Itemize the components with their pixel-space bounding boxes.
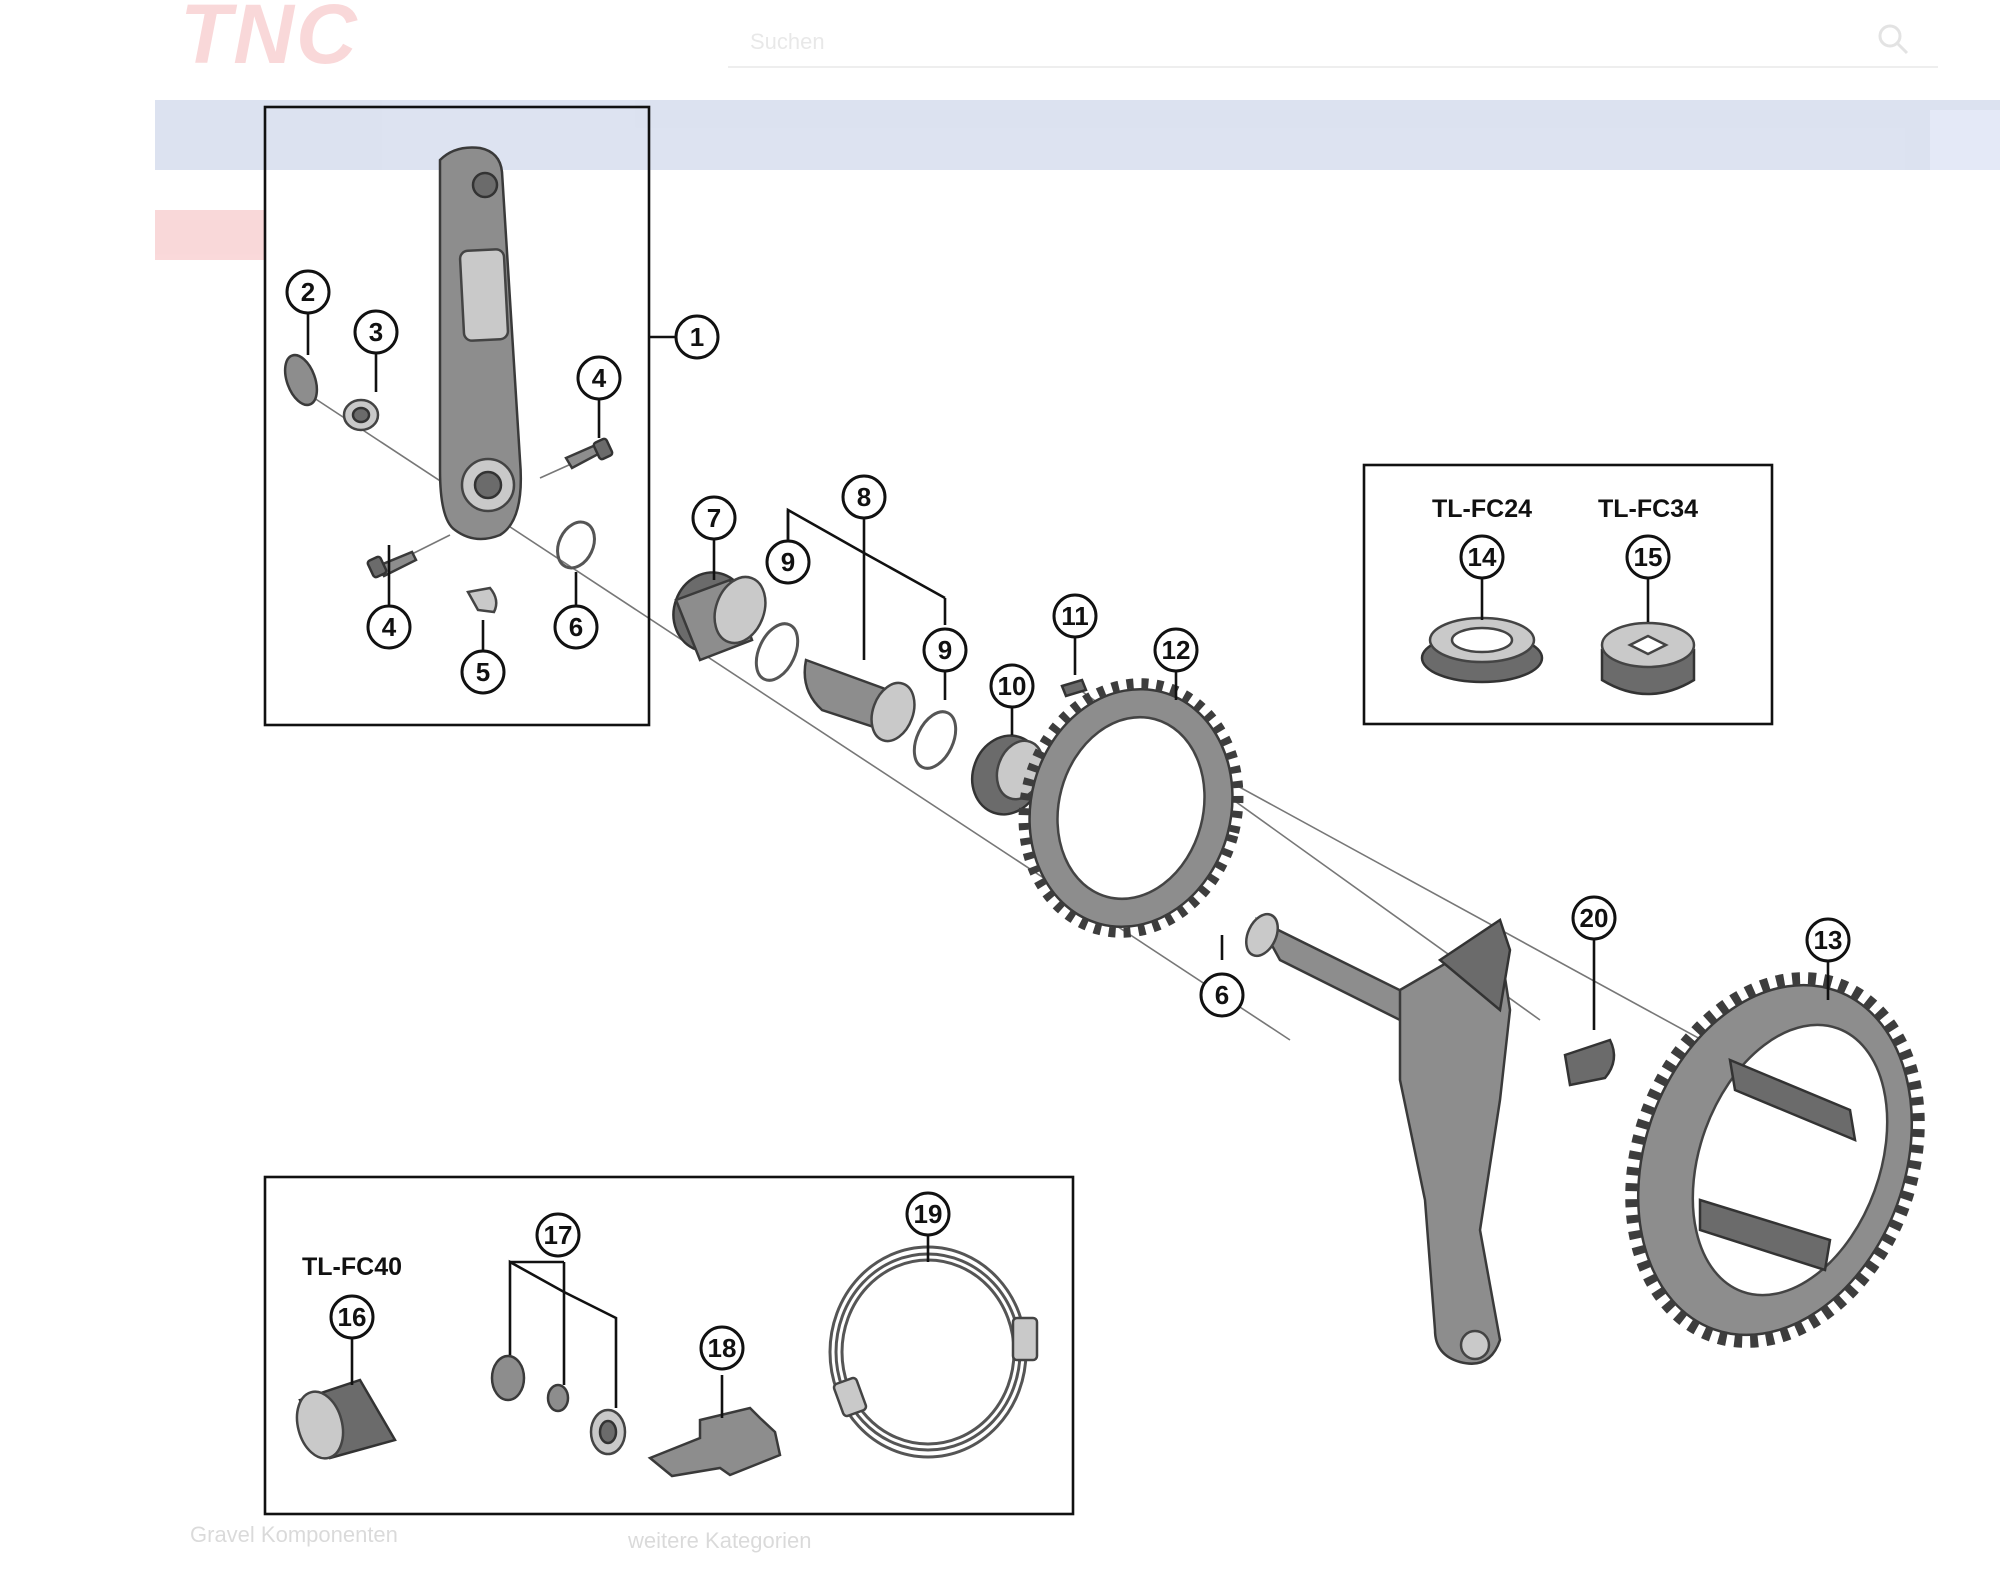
callout-17: 17 [535, 1212, 581, 1258]
large-chainring [1625, 972, 1925, 1348]
svg-text:9: 9 [938, 635, 952, 665]
svg-text:13: 13 [1814, 925, 1843, 955]
site-logo[interactable]: TNC [180, 0, 359, 81]
menu-button[interactable] [1930, 110, 2000, 170]
svg-text:4: 4 [592, 363, 607, 393]
svg-text:6: 6 [569, 612, 583, 642]
svg-text:14: 14 [1468, 542, 1497, 572]
footer-link-more-categories[interactable]: weitere Kategorien [628, 1528, 812, 1553]
right-crank-arm [1245, 912, 1616, 1365]
tool-label-tl-fc34: TL-FC34 [1598, 495, 1698, 523]
callout-9-right: 9 [922, 627, 968, 673]
svg-text:2: 2 [301, 277, 315, 307]
callout-2: 2 [285, 269, 331, 315]
search-input[interactable] [748, 26, 1852, 58]
callout-4-left: 4 [366, 604, 412, 650]
callout-6-left: 6 [553, 604, 599, 650]
crank-small-parts [283, 353, 614, 614]
search-icon[interactable] [1876, 22, 1910, 56]
svg-text:19: 19 [914, 1199, 943, 1229]
callout-14: 14 [1459, 534, 1505, 580]
tool-tl-fc40-drawing [295, 1378, 397, 1460]
tool-label-tl-fc40: TL-FC40 [302, 1253, 402, 1281]
svg-text:6: 6 [1215, 980, 1229, 1010]
svg-text:5: 5 [476, 657, 490, 687]
svg-text:3: 3 [369, 317, 383, 347]
svg-text:12: 12 [1162, 635, 1191, 665]
callout-20: 20 [1571, 895, 1617, 941]
svg-text:8: 8 [857, 482, 871, 512]
tool-tl-fc24-drawing [1420, 616, 1544, 684]
left-crank-frame [263, 105, 651, 727]
callout-6-right: 6 [1199, 972, 1245, 1018]
svg-text:17: 17 [544, 1220, 573, 1250]
svg-text:20: 20 [1580, 903, 1609, 933]
svg-text:9: 9 [781, 547, 795, 577]
callout-19: 19 [905, 1191, 951, 1237]
svg-text:18: 18 [708, 1333, 737, 1363]
svg-text:16: 16 [338, 1302, 367, 1332]
svg-text:10: 10 [998, 671, 1027, 701]
left-crank-arm [438, 146, 523, 541]
cover-plate-part [647, 1406, 782, 1478]
tool-frame-top [1362, 463, 1774, 726]
callout-4-right: 4 [576, 355, 622, 401]
search-bar [728, 14, 1938, 68]
svg-text:11: 11 [1061, 601, 1089, 631]
callout-7: 7 [691, 495, 737, 541]
callout-1: 1 [674, 314, 720, 360]
callout-16: 16 [329, 1294, 375, 1340]
callout-8: 8 [841, 474, 887, 520]
callout-15: 15 [1625, 534, 1671, 580]
callout-5: 5 [460, 649, 506, 695]
tool-tl-fc34-drawing [1600, 621, 1696, 696]
callout-11: 11 [1052, 593, 1098, 639]
sale-badge[interactable] [155, 210, 265, 260]
small-chainring [1018, 678, 1244, 938]
small-caps-parts [490, 1354, 627, 1456]
callout-12: 12 [1153, 627, 1199, 673]
svg-text:7: 7 [707, 503, 721, 533]
svg-text:1: 1 [690, 322, 704, 352]
svg-text:4: 4 [382, 612, 397, 642]
callout-10: 10 [989, 663, 1035, 709]
callout-3: 3 [353, 309, 399, 355]
footer-link-gravel[interactable]: Gravel Komponenten [190, 1522, 398, 1547]
svg-text:15: 15 [1634, 542, 1663, 572]
callout-13: 13 [1805, 917, 1851, 963]
callout-18: 18 [699, 1325, 745, 1371]
main-navigation-bar [155, 100, 2000, 170]
usb-cable-part [828, 1245, 1039, 1459]
bottom-bracket-parts [672, 571, 1088, 816]
tool-label-tl-fc24: TL-FC24 [1432, 495, 1532, 523]
callout-9-left: 9 [765, 539, 811, 585]
tool-frame-bottom [263, 1175, 1075, 1516]
